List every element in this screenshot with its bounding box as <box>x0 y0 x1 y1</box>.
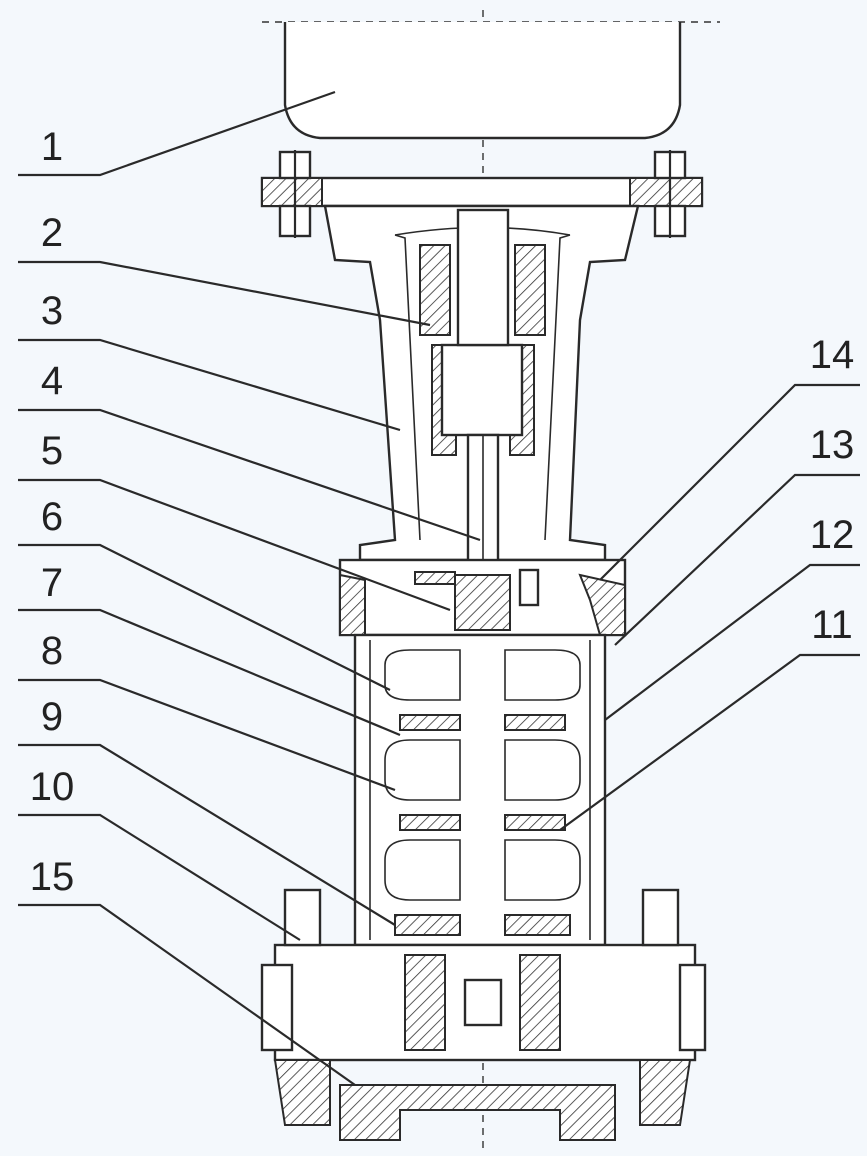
leader-4 <box>18 408 481 542</box>
mechanical-seal <box>454 574 511 631</box>
seal-bolt <box>518 568 540 607</box>
leader-1 <box>18 90 336 177</box>
leader-14 <box>599 383 860 581</box>
leader-9 <box>18 743 396 926</box>
outlet-flange-face <box>678 963 707 1052</box>
callout-4: 4 <box>41 359 63 403</box>
motor-shaft <box>456 208 510 347</box>
leader-3 <box>18 338 401 432</box>
callout-1: 1 <box>41 125 63 169</box>
leader-11 <box>559 653 860 831</box>
callout-6: 6 <box>41 495 63 539</box>
flange-right-section <box>629 177 703 207</box>
leader-2 <box>18 260 431 327</box>
leader-5 <box>18 478 451 612</box>
callout-12: 12 <box>810 513 855 557</box>
callout-15: 15 <box>30 855 75 899</box>
callout-11: 11 <box>811 603 853 647</box>
base-right-foot <box>639 1059 692 1126</box>
callout-9: 9 <box>41 695 63 739</box>
leader-12 <box>604 563 860 721</box>
callout-2: 2 <box>41 211 63 255</box>
inlet-passage-wall <box>404 954 446 1051</box>
flange-left-section <box>261 177 323 207</box>
callout-3: 3 <box>41 289 63 333</box>
motor-housing <box>283 22 682 140</box>
inlet-flange-bolt <box>283 888 322 947</box>
callout-7: 7 <box>41 561 63 605</box>
callout-8: 8 <box>41 629 63 673</box>
leader-13 <box>614 473 860 646</box>
pump-head-left-section <box>339 573 366 636</box>
base-left-foot <box>273 1059 331 1126</box>
impeller-stages <box>384 649 581 936</box>
leader-8 <box>18 678 396 792</box>
coupling-sleeve <box>440 343 524 437</box>
callout-10: 10 <box>30 765 75 809</box>
leader-6 <box>18 543 391 691</box>
outlet-flange-bolt <box>641 888 680 947</box>
outer-sleeve <box>353 633 607 947</box>
outlet-passage-wall <box>519 954 561 1051</box>
leader-lines <box>18 90 860 1086</box>
leader-15 <box>18 903 356 1086</box>
callout-14: 14 <box>810 333 855 377</box>
base-plate <box>339 1084 616 1141</box>
pump-head-right-section <box>578 573 626 636</box>
leader-10 <box>18 813 301 941</box>
coupling-right <box>514 244 546 336</box>
leader-7 <box>18 608 401 737</box>
callout-5: 5 <box>41 429 63 473</box>
seal-ring <box>414 571 456 585</box>
coupling-left <box>419 244 451 336</box>
callout-13: 13 <box>810 423 855 467</box>
shaft-end-nut <box>463 978 503 1027</box>
